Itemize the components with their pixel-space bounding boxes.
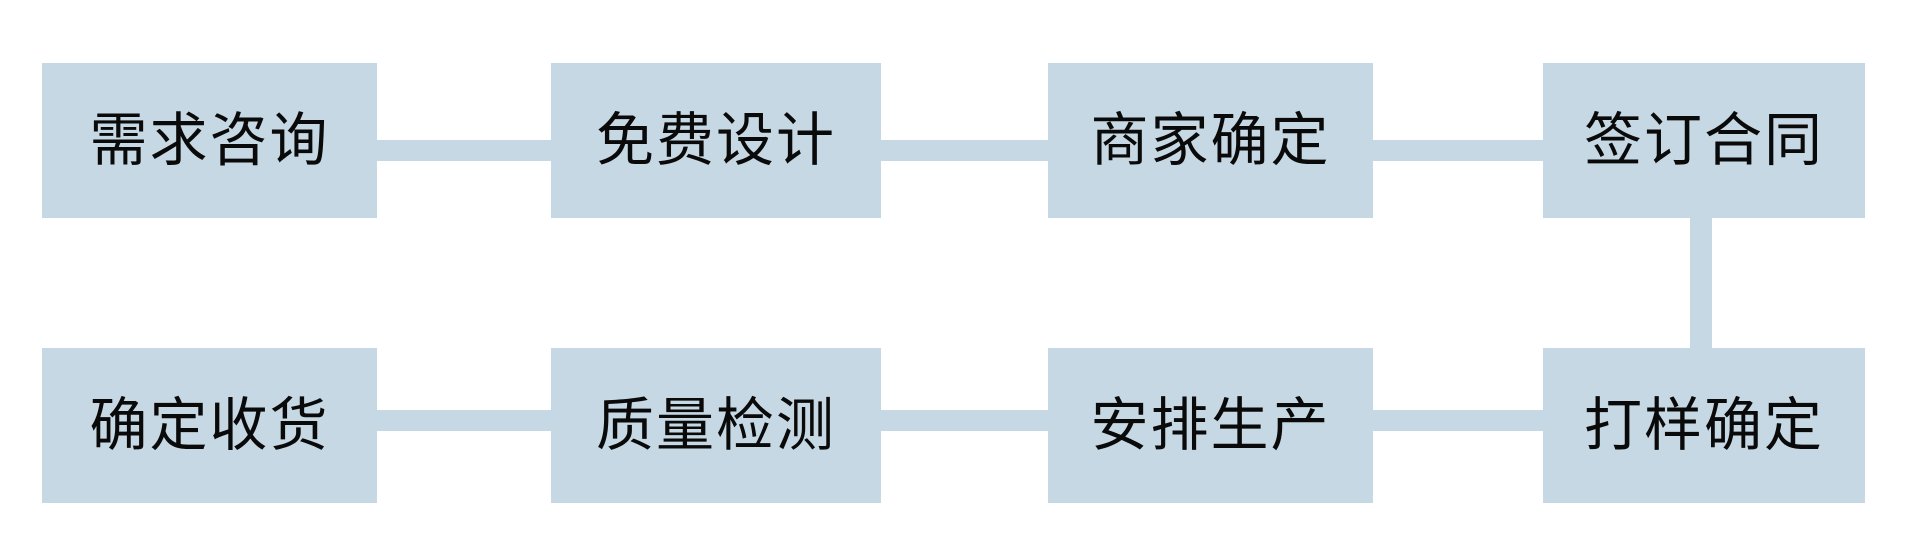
node-quality-inspection[interactable]: 质量检测 <box>551 348 881 503</box>
node-label: 打样确定 <box>1583 392 1824 458</box>
node-sign-contract[interactable]: 签订合同 <box>1543 63 1865 218</box>
connector-contract-to-sample <box>1690 170 1712 370</box>
node-merchant-confirm[interactable]: 商家确定 <box>1048 63 1373 218</box>
connector-sample-to-production <box>1295 410 1620 431</box>
node-label: 确定收货 <box>89 392 330 458</box>
node-confirm-receipt[interactable]: 确定收货 <box>42 348 377 503</box>
node-label: 签订合同 <box>1583 107 1824 173</box>
connector-needs-to-design <box>300 140 630 161</box>
node-needs-consultation[interactable]: 需求咨询 <box>42 63 377 218</box>
node-label: 商家确定 <box>1090 107 1331 173</box>
node-arrange-production[interactable]: 安排生产 <box>1048 348 1373 503</box>
node-sample-confirm[interactable]: 打样确定 <box>1543 348 1865 503</box>
connector-quality-to-receipt <box>300 410 630 431</box>
connector-design-to-merchant <box>800 140 1125 161</box>
node-free-design[interactable]: 免费设计 <box>551 63 881 218</box>
node-label: 安排生产 <box>1090 392 1331 458</box>
node-label: 需求咨询 <box>89 107 330 173</box>
connector-production-to-quality <box>800 410 1125 431</box>
connector-merchant-to-contract <box>1295 140 1620 161</box>
node-label: 质量检测 <box>595 392 836 458</box>
node-label: 免费设计 <box>595 107 836 173</box>
